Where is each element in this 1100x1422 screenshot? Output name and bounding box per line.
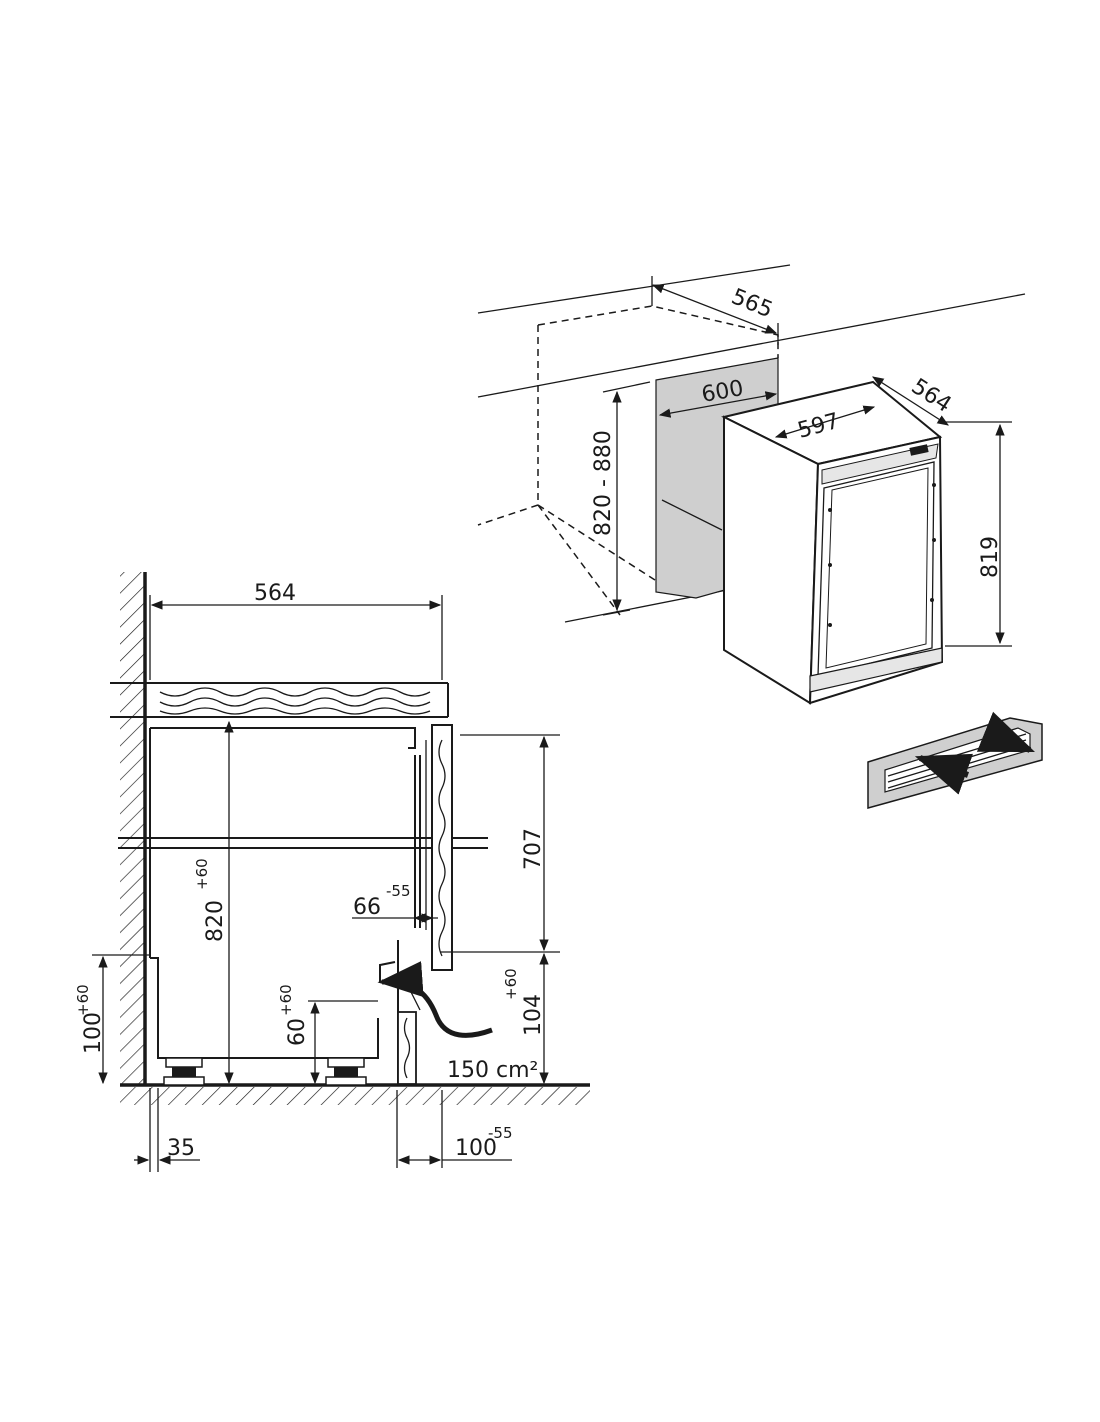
dim-plinth-depth-base: 100 [455,1136,497,1161]
dim-plinth-base: 100 [81,1012,106,1054]
dim-niche-height: 820 - 880 [591,430,616,536]
dim-line-565 [651,284,778,334]
dim-line-564-3d [872,376,949,426]
dim-height-tol: +60 [193,858,211,890]
dim-height-base: 820 [203,900,228,942]
dim-line-597 [774,405,876,439]
perspective-view: 565 600 820 - 880 597 [477,264,1043,809]
dim-appliance-height: 819 [978,536,1003,578]
dim-foot-tol: +60 [277,984,295,1016]
dim-foot-base: 60 [285,1018,310,1046]
dim-depth: 564 [254,581,296,606]
dim-offset-base: 66 [353,895,381,920]
dim-plinth-depth-tol: -55 [488,1124,513,1142]
dim-offset-tol: -55 [386,882,411,900]
worktop-line-back [477,264,791,314]
panel-edge [661,499,723,531]
worktop-line-front [477,293,1026,398]
dim-top-height: 707 [521,828,546,870]
dim-vent-base: 104 [521,994,546,1036]
dim-line-600 [658,391,778,418]
dim-appliance-depth: 564 [907,374,956,418]
dim-plinth-tol: +60 [74,984,92,1016]
dim-gap: 35 [167,1136,195,1161]
side-section-view: 564 820 +60 707 66 -55 100 +60 60 +60 10… [74,572,590,1172]
appliance-side [149,724,453,1086]
vent-area-label: 150 cm² [447,1058,538,1083]
airflow-arrow [377,961,493,1038]
plinth-grille [867,711,1043,809]
dim-vent-tol: +60 [502,968,520,1000]
countertop [110,682,449,718]
